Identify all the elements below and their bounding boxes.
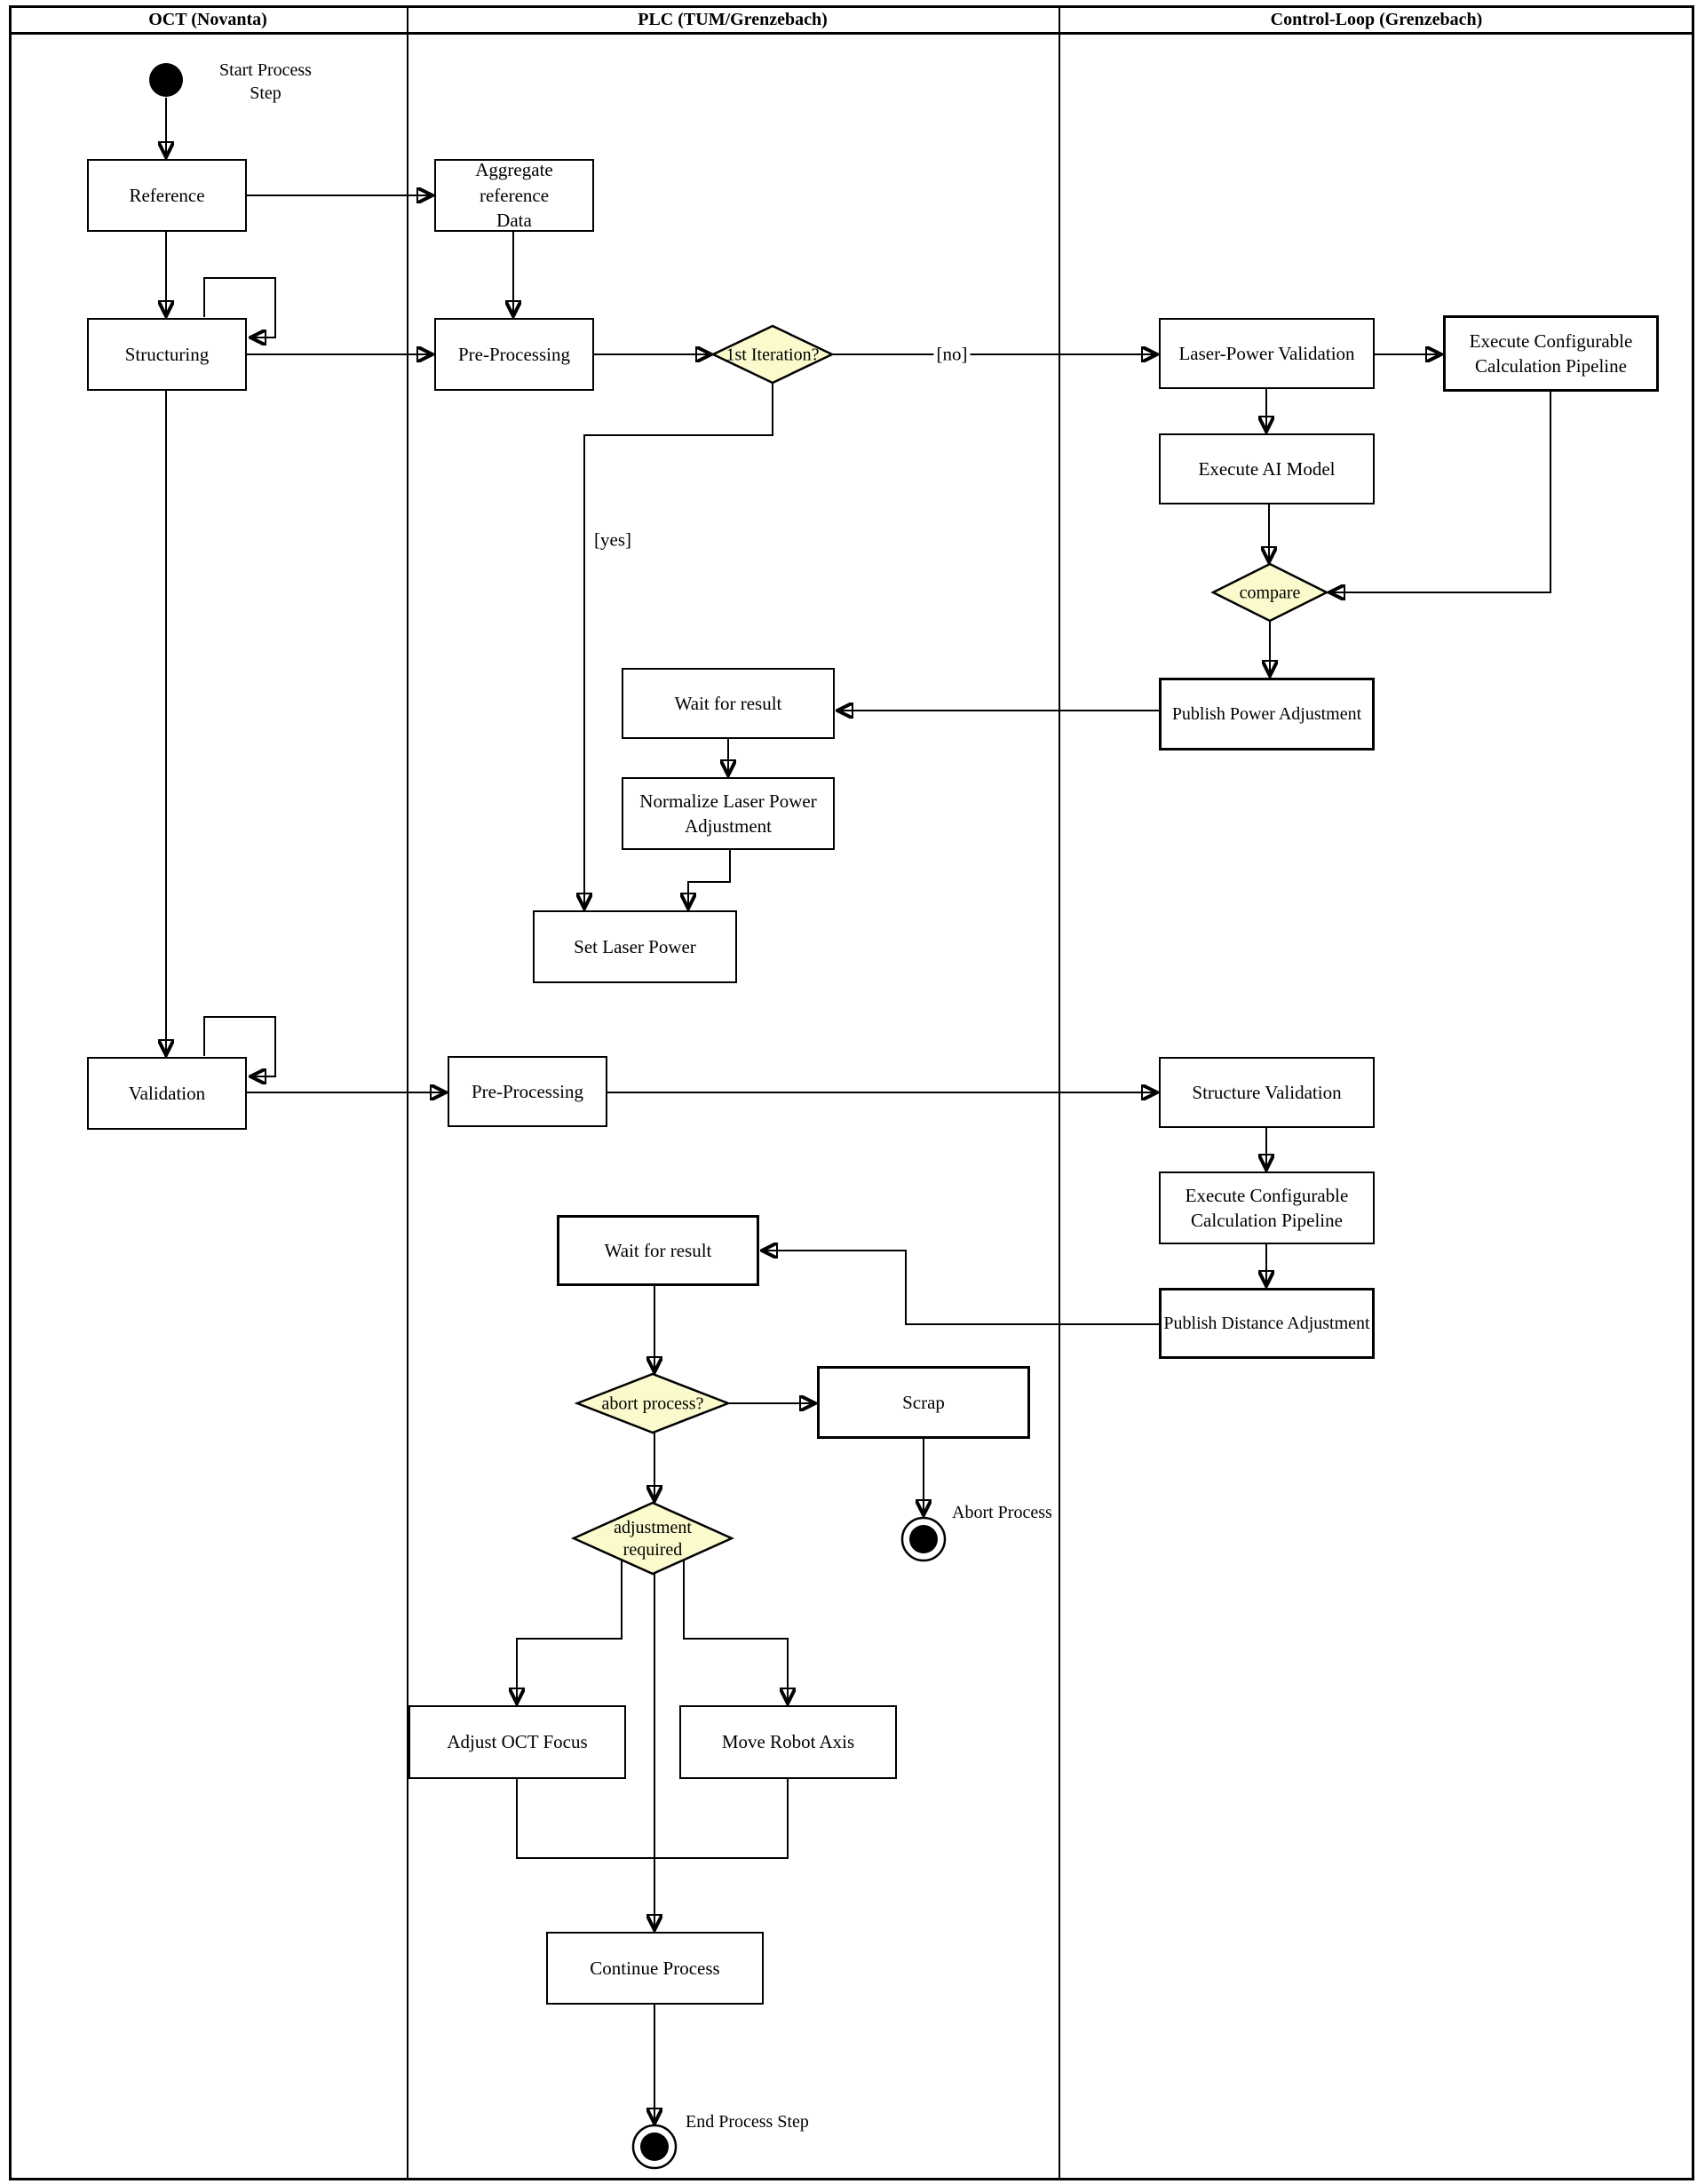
- action-continue-process: Continue Process: [546, 1932, 764, 2005]
- edge-adjustment-to-adjust-oct: [517, 1560, 623, 1703]
- decision-adjustment-required-shape: [570, 1501, 735, 1576]
- decision-first-iteration-shape: [710, 324, 835, 385]
- action-validation: Validation: [87, 1057, 247, 1130]
- decision-compare-shape: [1210, 562, 1329, 623]
- action-execute-pipeline-1: Execute Configurable Calculation Pipelin…: [1443, 315, 1659, 392]
- decision-abort-process-label: abort process?: [601, 1394, 704, 1414]
- action-scrap: Scrap: [817, 1366, 1030, 1439]
- guard-label-no: [no]: [933, 343, 971, 366]
- lane-header-plc: PLC (TUM/Grenzebach): [638, 10, 828, 29]
- decision-compare-label: compare: [1239, 583, 1301, 603]
- action-reference: Reference: [87, 159, 247, 232]
- edge-iteration-yes-to-setlaser: [584, 383, 773, 908]
- edge-structuring-self-loop: [203, 277, 276, 338]
- lane-header-oct: OCT (Novanta): [148, 10, 267, 29]
- abort-end-node-inner: [909, 1525, 938, 1553]
- end-node-inner: [640, 2132, 669, 2161]
- header-divider: [9, 32, 1694, 35]
- start-node-label: Start Process Step: [219, 60, 312, 103]
- action-publish-distance-adjustment: Publish Distance Adjustment: [1159, 1288, 1375, 1359]
- action-laser-power-validation: Laser-Power Validation: [1159, 318, 1375, 389]
- action-aggregate-reference-data: Aggregate reference Data: [434, 159, 594, 232]
- decision-first-iteration-label: 1st Iteration?: [726, 345, 820, 365]
- action-adjust-oct-focus: Adjust OCT Focus: [408, 1705, 626, 1779]
- decision-abort-process-shape: [574, 1372, 732, 1434]
- edge-adjustment-to-move-robot: [683, 1560, 788, 1703]
- action-move-robot-axis: Move Robot Axis: [679, 1705, 897, 1779]
- start-node: [149, 63, 183, 97]
- action-set-laser-power: Set Laser Power: [533, 910, 737, 983]
- action-publish-power-adjustment: Publish Power Adjustment: [1159, 678, 1375, 751]
- action-execute-ai-model: Execute AI Model: [1159, 433, 1375, 504]
- abort-end-node-label: Abort Process: [952, 1503, 1052, 1522]
- edge-normalize-to-setlaser: [688, 850, 731, 908]
- swimlane-frame: [9, 5, 1694, 2180]
- decision-adjustment-required-label: adjustment required: [614, 1518, 692, 1560]
- end-node-label: End Process Step: [686, 2112, 809, 2132]
- action-pre-processing-2: Pre-Processing: [448, 1056, 607, 1127]
- action-pre-processing-1: Pre-Processing: [434, 318, 594, 391]
- lane-header-control-loop: Control-Loop (Grenzebach): [1270, 10, 1483, 29]
- action-structuring: Structuring: [87, 318, 247, 391]
- edge-merge-adjust-move: [516, 1779, 789, 1859]
- guard-label-yes: [yes]: [591, 528, 634, 552]
- action-structure-validation: Structure Validation: [1159, 1057, 1375, 1128]
- edge-validation-self-loop: [203, 1016, 276, 1076]
- action-wait-for-result-2: Wait for result: [557, 1215, 759, 1286]
- edge-execpipe1-to-compare: [1330, 392, 1551, 592]
- action-execute-pipeline-2: Execute Configurable Calculation Pipelin…: [1159, 1171, 1375, 1244]
- edge-publishdist-to-wait2: [763, 1251, 1159, 1325]
- action-normalize-laser-power: Normalize Laser Power Adjustment: [622, 777, 835, 850]
- action-wait-for-result-1: Wait for result: [622, 668, 835, 739]
